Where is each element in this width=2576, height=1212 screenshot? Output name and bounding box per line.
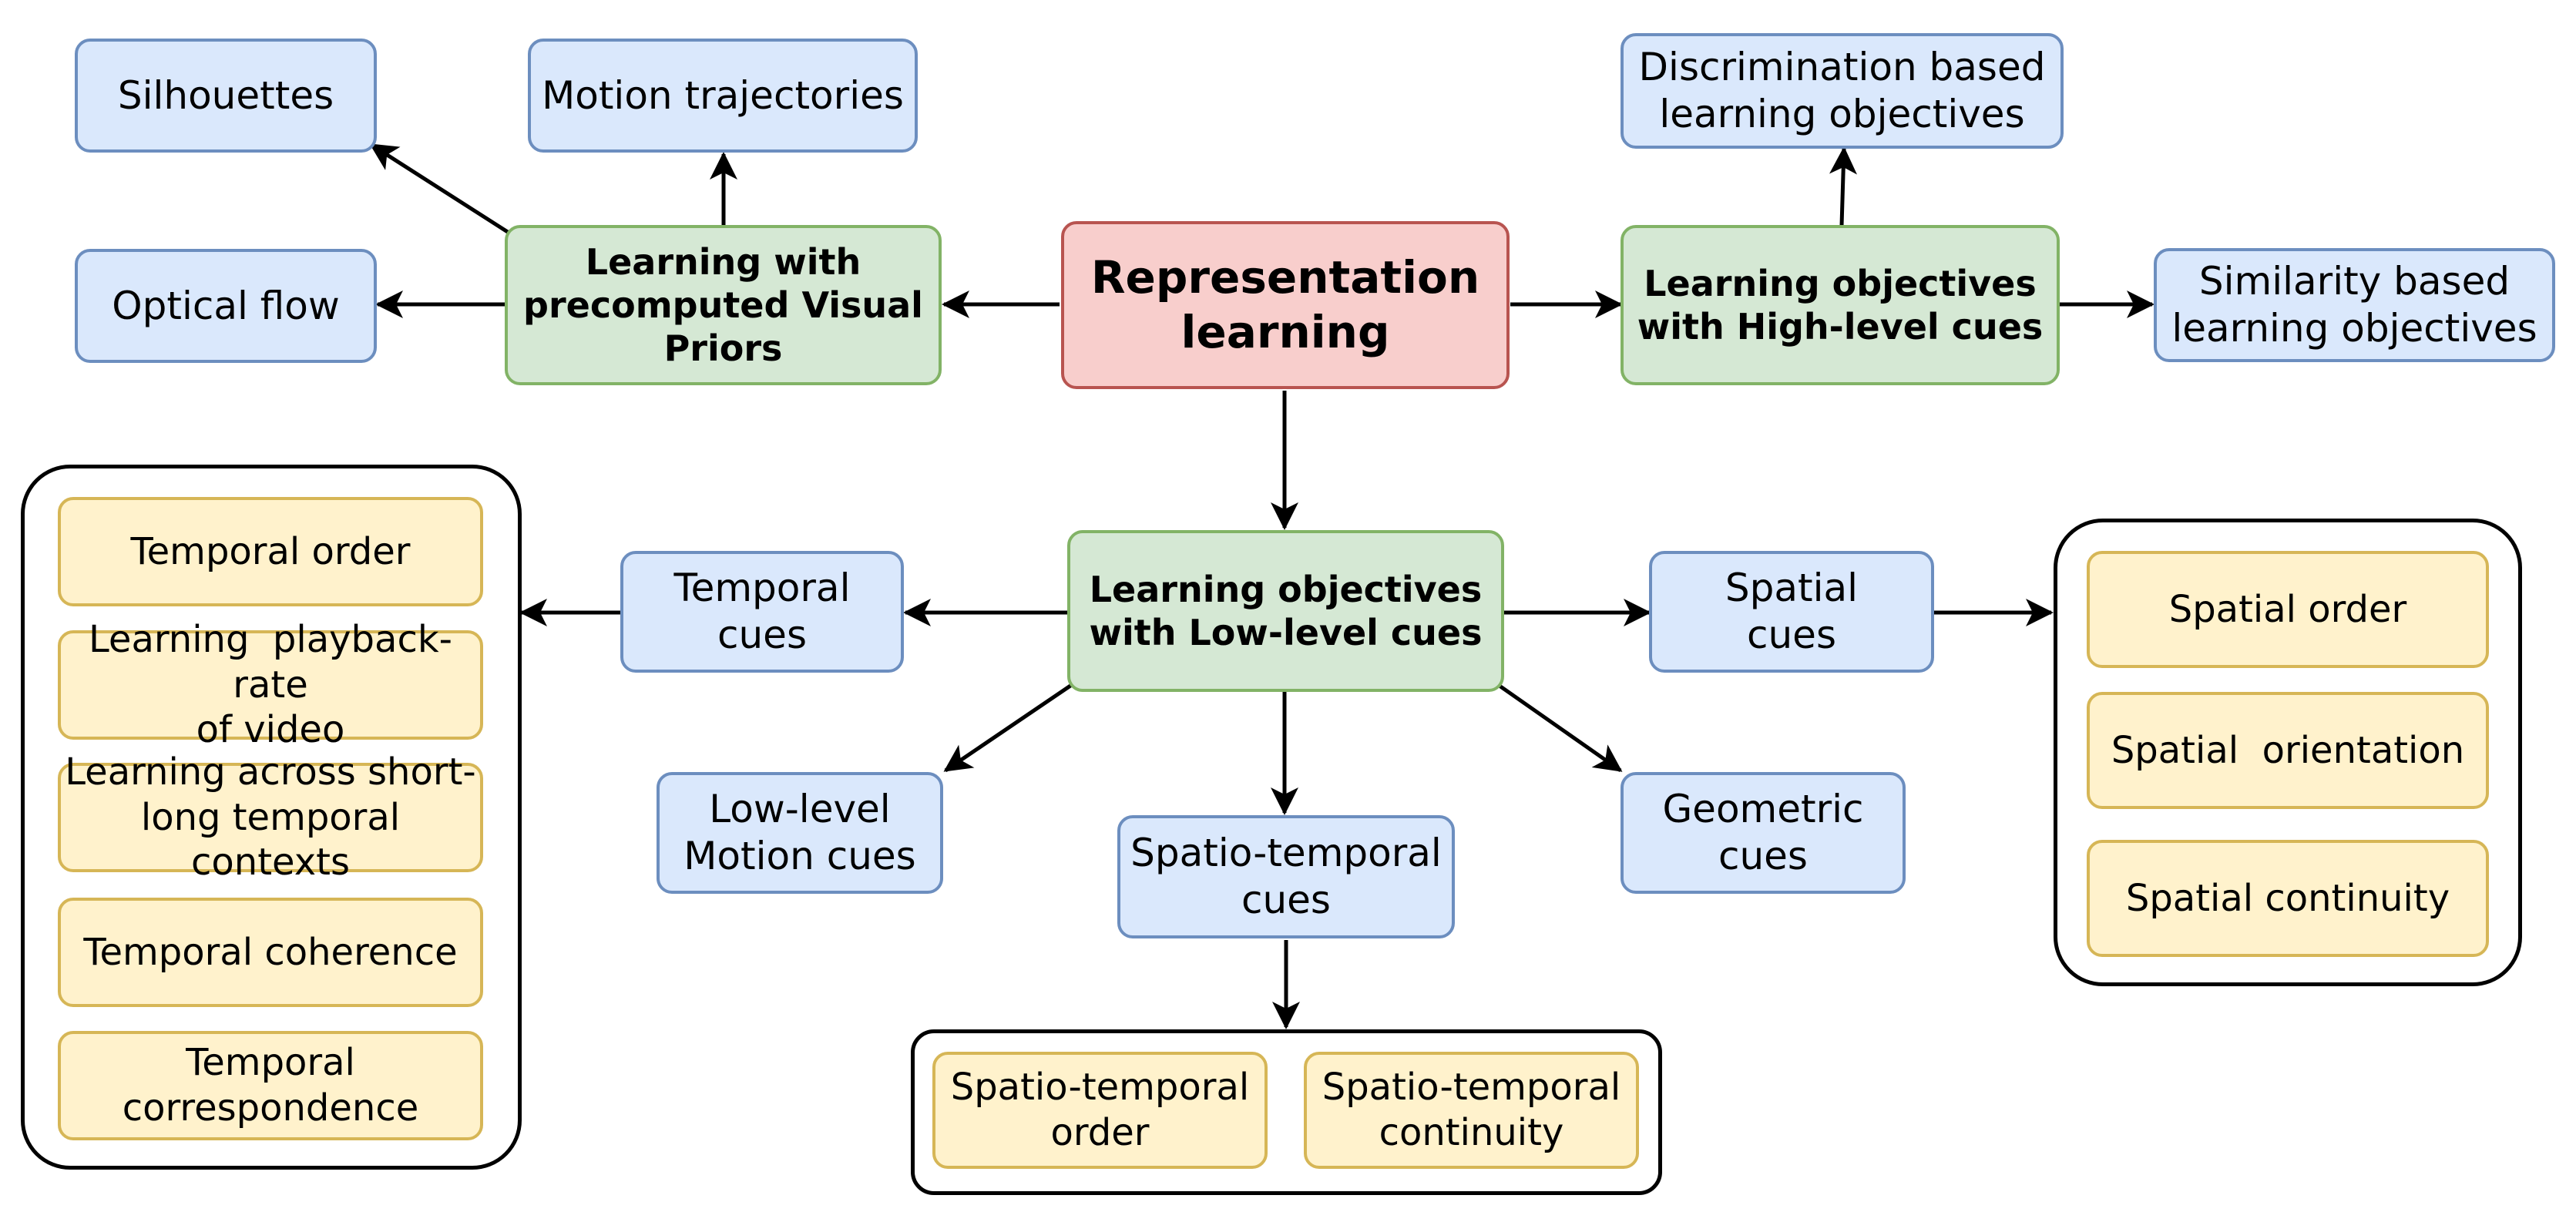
node-optical-flow-label: Optical flow	[112, 283, 340, 328]
node-spatio-temporal-cues-label: Spatio-temporal cues	[1130, 831, 1442, 922]
node-spatio-temporal-cues: Spatio-temporal cues	[1117, 815, 1455, 938]
node-temporal-cues-label: Temporal cues	[673, 566, 851, 657]
node-similarity-objectives: Similarity based learning objectives	[2154, 248, 2555, 362]
edge-priors-to-silhouettes	[369, 143, 514, 237]
node-temporal-cues: Temporal cues	[620, 551, 904, 673]
node-silhouettes: Silhouettes	[75, 39, 377, 153]
edge-high-to-discrimination	[1829, 146, 1858, 227]
edge-low-to-geometric-cues	[1496, 682, 1623, 773]
category-low-level-cues: Learning objectives with Low-level cues	[1067, 530, 1504, 692]
leaf-temporal-correspondence: Temporal correspondence	[58, 1031, 483, 1140]
node-low-level-motion-cues-label: Low-level Motion cues	[683, 787, 916, 878]
leaf-spatial-orientation-label: Spatial orientation	[2111, 728, 2465, 772]
edge-low-to-motion-cues	[943, 682, 1074, 773]
leaf-short-long-contexts-label: Learning across short- long temporal con…	[65, 750, 476, 885]
node-spatial-cues-label: Spatial cues	[1725, 566, 1859, 657]
leaf-spatial-continuity: Spatial continuity	[2087, 840, 2489, 957]
leaf-spatio-temporal-order-label: Spatio-temporal order	[950, 1066, 1250, 1154]
leaf-spatio-temporal-continuity-label: Spatio-temporal continuity	[1322, 1066, 1621, 1154]
category-high-level-cues: Learning objectives with High-level cues	[1620, 225, 2060, 385]
node-discrimination-objectives-label: Discrimination based learning objectives	[1638, 45, 2046, 136]
category-high-level-cues-label: Learning objectives with High-level cues	[1637, 262, 2044, 347]
node-motion-trajectories: Motion trajectories	[528, 39, 918, 153]
node-similarity-objectives-label: Similarity based learning objectives	[2171, 259, 2537, 351]
category-visual-priors: Learning with precomputed Visual Priors	[505, 225, 942, 385]
root-node-representation-learning: Representation learning	[1061, 221, 1510, 389]
leaf-spatial-continuity-label: Spatial continuity	[2125, 876, 2450, 920]
leaf-temporal-coherence-label: Temporal coherence	[83, 930, 458, 974]
leaf-spatial-order: Spatial order	[2087, 551, 2489, 668]
node-motion-trajectories-label: Motion trajectories	[542, 72, 904, 118]
node-silhouettes-label: Silhouettes	[117, 72, 334, 118]
node-low-level-motion-cues: Low-level Motion cues	[657, 772, 943, 894]
leaf-playback-rate-label: Learning playback-rate of video	[89, 618, 452, 752]
node-spatial-cues: Spatial cues	[1649, 551, 1934, 673]
leaf-spatial-orientation: Spatial orientation	[2087, 692, 2489, 809]
leaf-temporal-coherence: Temporal coherence	[58, 898, 483, 1007]
category-visual-priors-label: Learning with precomputed Visual Priors	[523, 240, 923, 370]
node-discrimination-objectives: Discrimination based learning objectives	[1620, 33, 2064, 149]
node-geometric-cues-label: Geometric cues	[1662, 787, 1864, 878]
node-optical-flow: Optical flow	[75, 249, 377, 363]
root-node-label: Representation learning	[1090, 251, 1480, 358]
leaf-short-long-contexts: Learning across short- long temporal con…	[58, 750, 483, 884]
category-low-level-cues-label: Learning objectives with Low-level cues	[1089, 568, 1483, 653]
leaf-spatio-temporal-continuity: Spatio-temporal continuity	[1304, 1052, 1639, 1169]
leaf-temporal-order: Temporal order	[58, 497, 483, 606]
leaf-temporal-order-label: Temporal order	[130, 529, 411, 573]
node-geometric-cues: Geometric cues	[1620, 772, 1906, 894]
leaf-spatio-temporal-order: Spatio-temporal order	[932, 1052, 1268, 1169]
leaf-playback-rate: Learning playback-rate of video	[58, 618, 483, 751]
leaf-spatial-order-label: Spatial order	[2168, 587, 2407, 631]
leaf-temporal-correspondence-label: Temporal correspondence	[122, 1041, 419, 1130]
